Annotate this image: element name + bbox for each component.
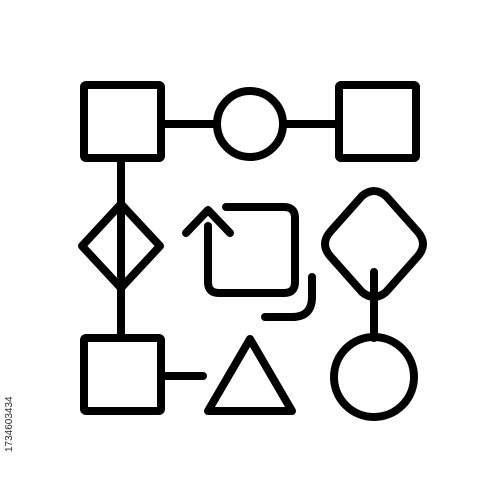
top-left-square (80, 81, 165, 162)
rotate-square-icon (204, 203, 299, 297)
left-diamond (78, 200, 164, 292)
bottom-triangle (204, 335, 296, 415)
stock-id-watermark: 1734603434 (4, 396, 15, 452)
bottom-circle (330, 333, 418, 421)
rotate-arrow-head-icon (182, 206, 234, 237)
right-rounded-diamond (321, 187, 427, 301)
rotate-tail-icon (261, 273, 316, 321)
top-right-square (335, 81, 420, 162)
bottom-left-square (80, 334, 165, 415)
top-circle (213, 87, 287, 161)
